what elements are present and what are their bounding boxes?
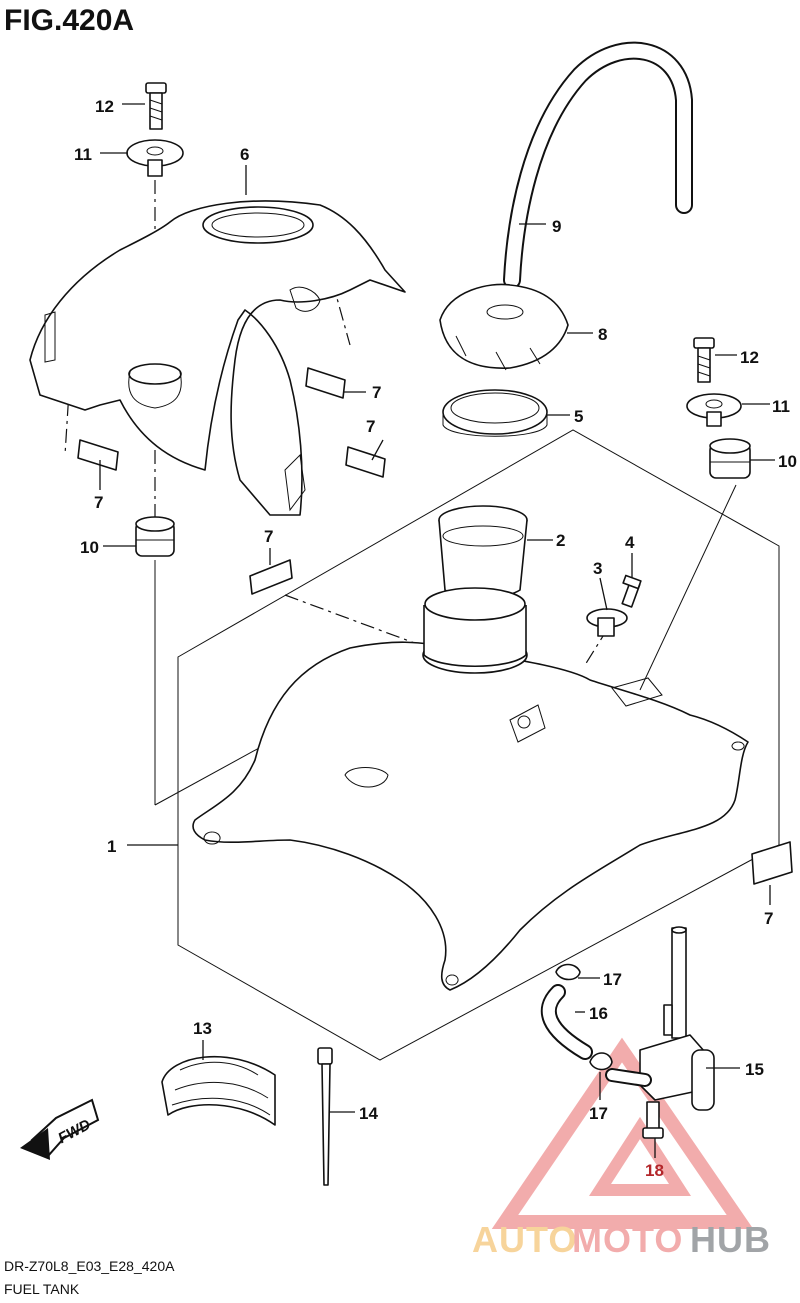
- model-code: DR-Z70L8_E03_E28_420A: [4, 1258, 175, 1274]
- callout-15: 15: [745, 1060, 764, 1079]
- callout-11-right: 11: [772, 397, 790, 416]
- callout-12-left: 12: [95, 97, 114, 116]
- decal-7-e: [751, 841, 793, 885]
- callout-17-bottom: 17: [589, 1104, 608, 1123]
- cap-gasket-5: [442, 389, 548, 437]
- callout-10-right: 10: [778, 452, 797, 471]
- collar-11-right: [686, 393, 742, 427]
- callout-3: 3: [593, 559, 602, 578]
- decal-7-a: [77, 439, 119, 471]
- callout-7-right: 7: [764, 909, 773, 928]
- callout-13: 13: [193, 1019, 212, 1038]
- callout-8: 8: [598, 325, 607, 344]
- tank-cover-6: [29, 200, 406, 516]
- decal-7-b: [305, 367, 346, 399]
- hose-clip-17-top: [555, 963, 581, 981]
- collar-11-left: [126, 139, 184, 177]
- callout-7-upper: 7: [372, 383, 381, 402]
- cushion-10-right: [709, 438, 751, 479]
- leader-lines: [99, 103, 775, 1158]
- fuel-hose-16: [540, 984, 593, 1060]
- cable-tie-14: [317, 1047, 333, 1186]
- decal-7-c: [345, 446, 386, 478]
- screw-18: [642, 1101, 664, 1139]
- filler-strainer-2: [438, 505, 528, 599]
- fuel-cock-15: [605, 926, 715, 1111]
- callout-2: 2: [556, 531, 565, 550]
- callout-10-left: 10: [80, 538, 99, 557]
- callout-6: 6: [240, 145, 249, 164]
- bolt-12-right: [693, 337, 715, 383]
- fuel-cap-8: [439, 283, 569, 371]
- callout-16: 16: [589, 1004, 608, 1023]
- callout-4: 4: [625, 533, 635, 552]
- forward-arrow-icon: FWD: [20, 1098, 100, 1160]
- watermark-text-hub: HUB: [690, 1219, 771, 1260]
- callout-7-mid: 7: [366, 417, 375, 436]
- callout-7-left: 7: [94, 493, 103, 512]
- watermark-text-auto: AUTO: [472, 1219, 577, 1260]
- fuel-tank-1: [192, 587, 749, 991]
- breather-hose-9: [503, 41, 693, 289]
- bolt-12-left: [145, 82, 167, 130]
- decal-7-d: [249, 559, 293, 595]
- watermark-text-moto: MOTO: [572, 1219, 683, 1260]
- hose-clip-17-bottom: [589, 1052, 613, 1071]
- clamp-13: [161, 1055, 276, 1126]
- callout-5: 5: [574, 407, 583, 426]
- callout-7-tank: 7: [264, 527, 273, 546]
- callout-1: 1: [107, 837, 116, 856]
- callout-11-left: 11: [74, 145, 92, 164]
- callout-17-top: 17: [603, 970, 622, 989]
- callout-9: 9: [552, 217, 561, 236]
- cushion-10-left: [135, 516, 175, 557]
- watermark-logo: AUTO MOTO HUB: [472, 1037, 771, 1260]
- caption: FUEL TANK: [4, 1281, 80, 1297]
- figure-title: FIG.420A: [4, 4, 134, 37]
- callout-12-right: 12: [740, 348, 759, 367]
- screw-4: [621, 574, 642, 608]
- damper-3: [586, 608, 628, 637]
- callout-18: 18: [645, 1161, 664, 1180]
- callout-14: 14: [359, 1104, 378, 1123]
